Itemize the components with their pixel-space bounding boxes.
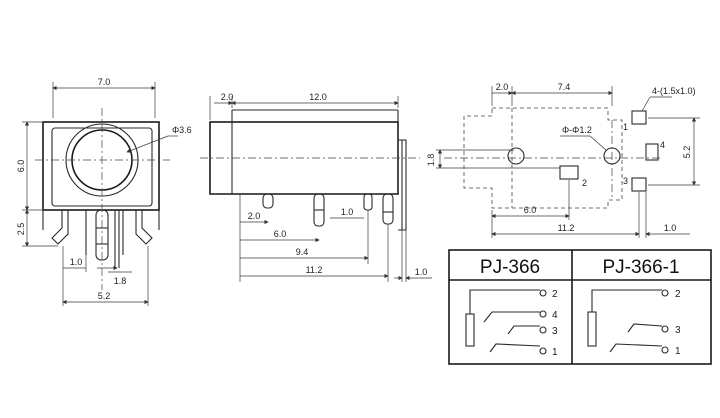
dim-pin-thickness: 1.0	[415, 267, 428, 277]
table-frame	[448, 249, 712, 365]
hole-note: Φ-Φ1.2	[562, 125, 592, 135]
pad-1	[631, 110, 647, 125]
schematic-b: 2 3 1	[587, 289, 681, 357]
footprint-outline	[463, 107, 623, 209]
pin-table: PJ-366 PJ-366-1 2 4 3 1 2	[448, 249, 712, 365]
front-right-pin	[135, 210, 153, 245]
dim-width: 7.0	[98, 77, 111, 87]
side-pin-3	[363, 193, 373, 211]
front-left-pin	[51, 210, 69, 245]
model-a-label: PJ-366	[480, 257, 540, 278]
side-pin-4	[382, 193, 394, 225]
a-pin-3: 3	[552, 326, 558, 337]
front-body-outline	[42, 121, 160, 211]
dim-fp-bottom-inner: 6.0	[524, 205, 537, 215]
dim-front-depth: 2.0	[221, 92, 234, 102]
a-pin-2: 2	[552, 289, 558, 300]
a-pin-1: 1	[552, 347, 558, 358]
footprint-view: 2 1 4 3 2.0 7.4 4-(1.5x1.0) Φ-Φ1.2 1.8 5…	[426, 82, 700, 238]
pad-label-2: 2	[582, 178, 587, 188]
pad-4	[645, 143, 659, 161]
dim-body-length: 12.0	[309, 92, 327, 102]
schematic-a: 2 4 3 1	[465, 289, 558, 358]
dim-fp-right: 5.2	[682, 146, 692, 159]
dim-fp-top-span: 7.4	[558, 82, 571, 92]
pad-2	[559, 165, 579, 180]
dim-fp-bottom-total: 11.2	[558, 223, 575, 233]
footprint-hole-2	[603, 147, 621, 165]
schematic-b-sleeve	[587, 311, 597, 347]
pad-3	[631, 177, 647, 192]
b-pin-2: 2	[675, 289, 681, 300]
dim-pin-height: 2.5	[16, 223, 26, 236]
b-pin-3: 3	[675, 325, 681, 336]
dim-pin-a: 2.0	[248, 211, 261, 221]
dim-pin-span: 5.2	[98, 291, 111, 301]
dim-pin-b: 1.0	[341, 207, 354, 217]
front-center-pin	[95, 209, 109, 261]
dim-pin-pitch: 1.0	[70, 257, 83, 267]
footprint-hole-1	[507, 147, 525, 165]
side-pin-1	[262, 193, 274, 209]
dim-fp-bottom-right: 1.0	[664, 223, 677, 233]
dim-height: 6.0	[16, 160, 26, 173]
model-b-label: PJ-366-1	[602, 257, 679, 278]
pad-label-3: 3	[623, 176, 628, 186]
dim-pin-c: 6.0	[274, 229, 287, 239]
b-pin-1: 1	[675, 346, 681, 357]
dim-hole-diameter: Φ3.6	[172, 125, 192, 135]
pad-note: 4-(1.5x1.0)	[652, 86, 696, 96]
pad-label-4: 4	[660, 140, 665, 150]
dim-pin-d: 9.4	[296, 247, 309, 257]
dim-fp-top-left: 2.0	[496, 82, 509, 92]
front-view: 7.0 6.0 2.5 Φ3.6 1.0 1.8 5.2	[16, 77, 192, 306]
pad-label-1: 1	[623, 122, 628, 132]
dim-pin-e: 11.2	[306, 265, 323, 275]
dim-pin-offset: 1.8	[114, 276, 127, 286]
a-pin-4: 4	[552, 310, 558, 321]
schematic-a-sleeve	[465, 313, 475, 347]
side-view: 2.0 12.0 2.0 1.0 6.0 9.4 11.2 1.0	[200, 92, 432, 282]
dim-fp-left: 1.8	[426, 154, 436, 167]
